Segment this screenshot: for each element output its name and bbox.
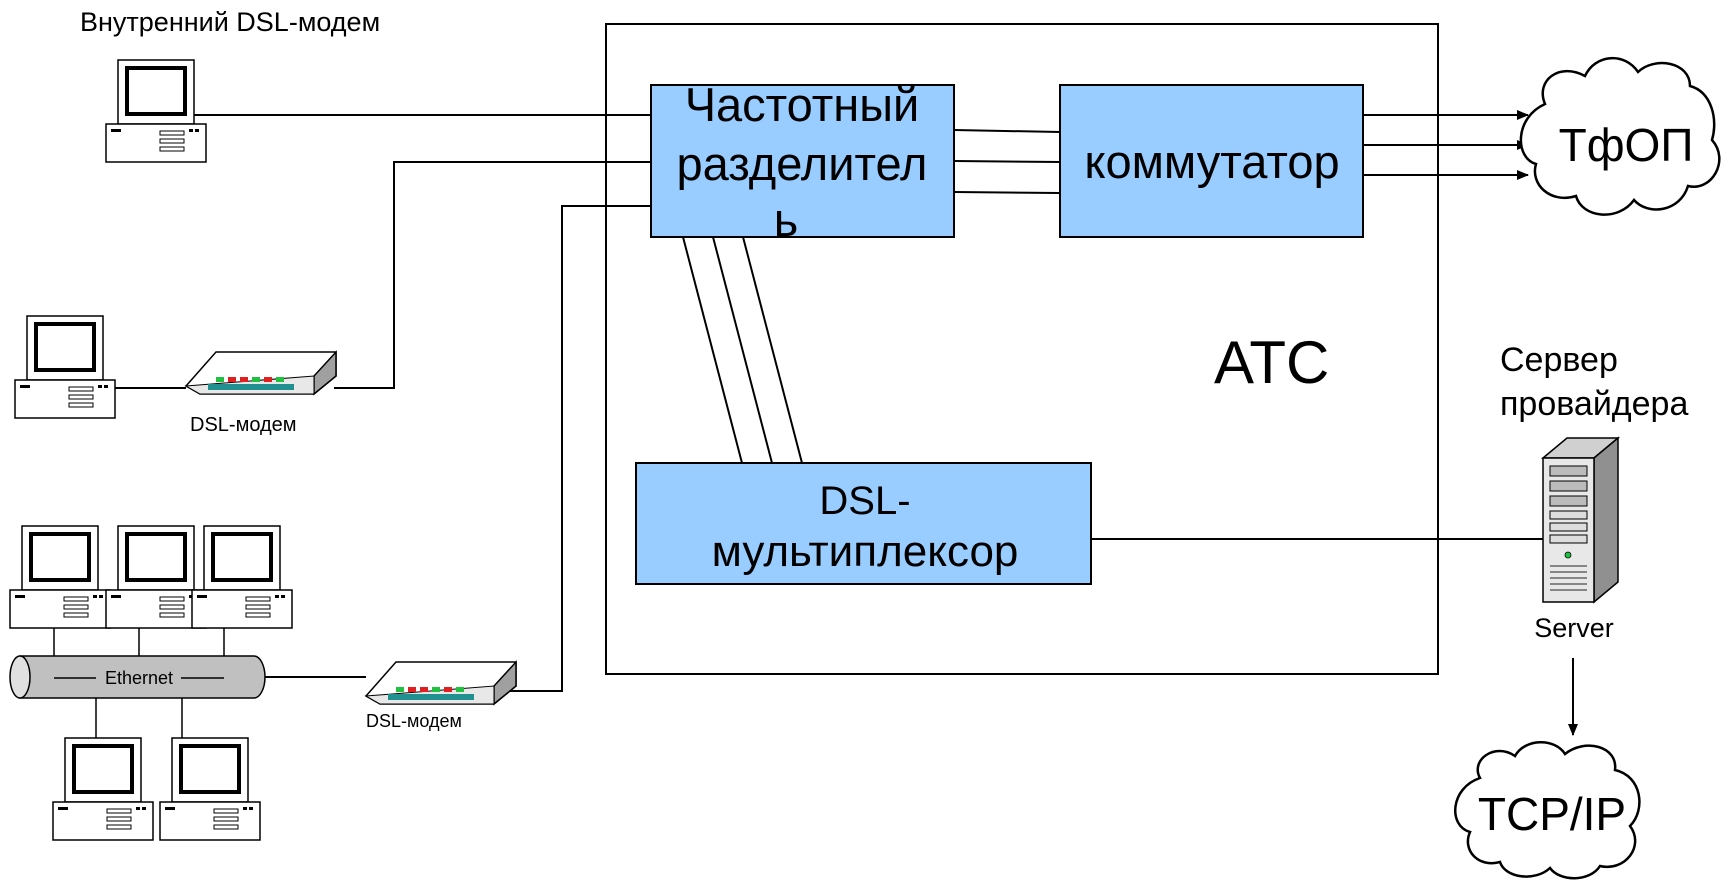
lan-computer-icon-1 (8, 524, 112, 630)
dsl-modem-icon-1 (185, 351, 337, 395)
dsl-modem-label-1: DSL-модем (190, 414, 297, 436)
ethernet-label: Ethernet (105, 668, 173, 688)
lan-computer-icon-5 (158, 736, 262, 842)
switch-block: коммутатор (1059, 84, 1364, 238)
internal-modem-label: Внутренний DSL-модем (80, 7, 380, 37)
lan-computer-icon-4 (51, 736, 155, 842)
server-label: Server (1534, 613, 1614, 643)
ats-label: АТС (1214, 329, 1329, 396)
dsl-multiplexer-block: DSL- мультиплексор (635, 462, 1092, 585)
pstn-cloud: ТфОП (1519, 56, 1721, 216)
splitter-label-line2: разделител (677, 137, 928, 190)
dsl-modem-icon-2 (365, 661, 517, 705)
computer-icon-modem1 (13, 314, 117, 420)
dsl-modem-label-2: DSL-модем (366, 711, 462, 731)
tcpip-label: TCP/IP (1478, 788, 1626, 840)
multiplexer-label-line1: DSL- (819, 479, 910, 523)
ats-frame (605, 23, 1439, 675)
server-icon (1540, 436, 1621, 604)
multiplexer-label-line2: мультиплексор (712, 527, 1019, 576)
splitter-label-line1: Частотный (685, 78, 920, 131)
internal-modem-computer-icon (104, 58, 208, 164)
ethernet-bus (9, 655, 266, 699)
server-title-line1: Сервер (1500, 341, 1618, 379)
splitter-label-line3: ь (774, 193, 799, 246)
pstn-label: ТфОП (1559, 119, 1694, 171)
lan-computer-icon-3 (190, 524, 294, 630)
lan-computer-icon-2 (104, 524, 208, 630)
frequency-splitter-block: Частотный разделител ь (650, 78, 955, 246)
server-title-line2: провайдера (1500, 385, 1688, 423)
tcpip-cloud: TCP/IP (1454, 741, 1641, 880)
switch-label: коммутатор (1084, 135, 1339, 188)
